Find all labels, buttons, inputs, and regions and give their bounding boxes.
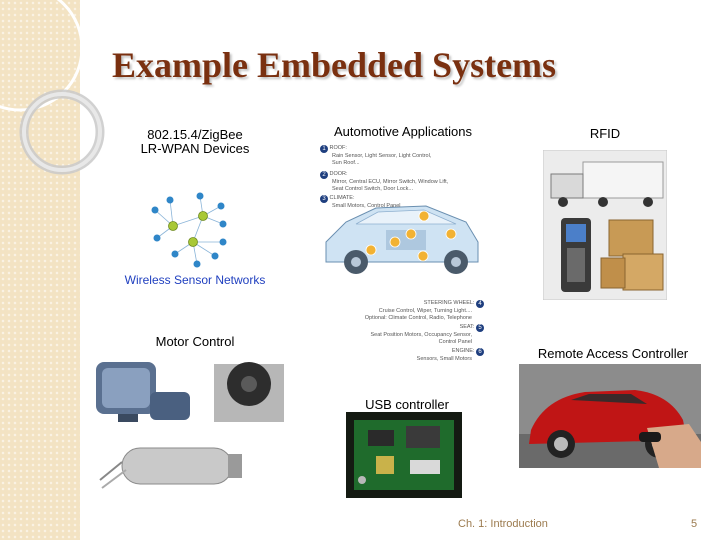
automotive-diagram: 1 ROOF: Rain Sensor, Light Sensor, Light… [316,142,486,367]
decorative-arcs [0,0,105,175]
zigbee-caption: Wireless Sensor Networks [124,273,266,287]
usb-controller-label: USB controller [365,397,449,412]
wireless-network-diagram [151,192,227,268]
item-number-badge: 5 [476,324,484,332]
item-text-line1: Rain Sensor, Light Sensor, Light Control… [332,153,432,159]
item-text-line2: Optional: Climate Control, Radio, Teleph… [364,315,472,321]
automotive-item-2: 2 DOOR: Mirror, Central ECU, Mirror Swit… [320,171,480,193]
automotive-item-4: STEERING WHEEL: 4 Cruise Control, Wiper,… [324,300,484,322]
item-heading: ROOF: [329,145,347,151]
footer-chapter: Ch. 1: Introduction [458,518,548,530]
item-text-line2: Control Panel [438,339,472,345]
automotive-item-1: 1 ROOF: Rain Sensor, Light Sensor, Light… [320,145,480,167]
rfid-image [543,150,667,300]
item-number-badge: 2 [320,171,328,179]
item-text-line1: Mirror, Central ECU, Mirror Switch, Wind… [332,179,449,185]
automotive-label: Automotive Applications [333,124,473,139]
item-heading: DOOR: [329,171,348,177]
remote-access-label: Remote Access Controller [537,346,689,361]
item-heading: CLIMATE: [329,195,355,201]
zigbee-label: 802.15.4/ZigBee LR-WPAN Devices [120,128,270,156]
automotive-item-5: SEAT: 5 Seat Position Motors, Occupancy … [324,324,484,346]
automotive-item-6: ENGINE: 6 Sensors, Small Motors [324,348,484,363]
zigbee-label-line1: 802.15.4/ZigBee [147,127,243,142]
item-text-line1: Seat Position Motors, Occupancy Sensor, [370,332,473,338]
item-text-line1: Cruise Control, Wiper, Turning Light.... [378,308,472,314]
usb-controller-image [346,412,462,498]
motor-control-label: Motor Control [155,334,235,349]
slide-title: Example Embedded Systems [112,45,557,85]
item-number-badge: 3 [320,195,328,203]
remote-access-image [519,364,701,468]
rfid-label: RFID [589,126,621,141]
car-xray-illustration [325,205,479,274]
motor-control-image [96,362,284,489]
page-number: 5 [691,518,698,530]
item-heading: ENGINE: [451,348,475,354]
automotive-item-3: 3 CLIMATE: Small Motors, Control Panel [320,195,480,210]
item-number-badge: 6 [476,348,484,356]
item-text-line1: Small Motors, Control Panel [332,203,401,209]
item-number-badge: 4 [476,300,484,308]
zigbee-label-line2: LR-WPAN Devices [140,141,250,156]
item-text-line1: Sensors, Small Motors [416,356,472,362]
item-heading: STEERING WHEEL: [423,300,475,306]
item-text-line2: Sun Roof... [332,160,360,166]
item-number-badge: 1 [320,145,328,153]
item-heading: SEAT: [459,324,475,330]
item-text-line2: Seat Control Switch, Door Lock... [332,186,414,192]
